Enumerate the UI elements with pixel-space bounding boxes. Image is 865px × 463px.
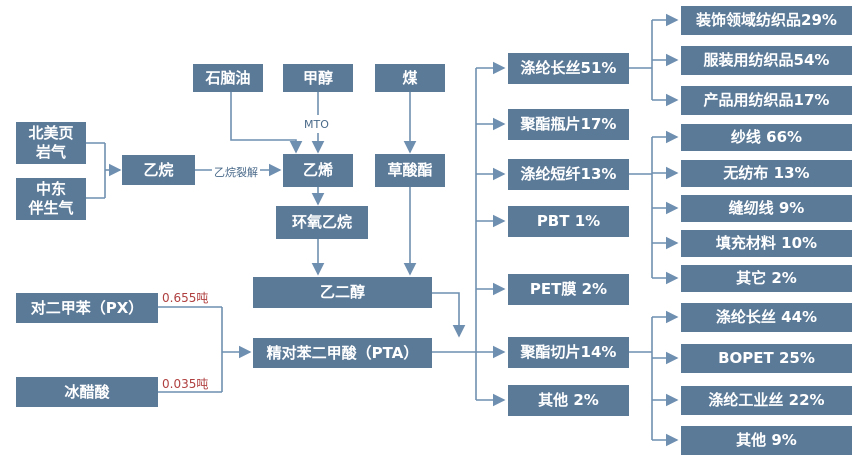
use-nonwoven: 无纺布 13% xyxy=(681,160,852,187)
node-pta: 精对苯二甲酸（PTA） xyxy=(253,338,432,368)
use-industrial-textile: 产品用纺织品17% xyxy=(681,86,852,115)
product-other: 其他 2% xyxy=(508,385,629,416)
product-pet-film: PET膜 2% xyxy=(508,274,629,305)
label-cracking: 乙烷裂解 xyxy=(212,164,260,180)
use-apparel-textile: 服装用纺织品54% xyxy=(681,46,852,75)
node-associated-gas: 中东 伴生气 xyxy=(16,178,86,220)
use-sewing-thread: 缝纫线 9% xyxy=(681,195,852,222)
use-decor-textile: 装饰领域纺织品29% xyxy=(681,6,852,35)
label-px-ratio: 0.655吨 xyxy=(162,291,209,305)
use-bopet: BOPET 25% xyxy=(681,344,852,373)
node-shale-gas: 北美页 岩气 xyxy=(16,122,86,164)
node-px: 对二甲苯（PX） xyxy=(16,293,158,323)
product-staple-fiber: 涤纶短纤13% xyxy=(508,159,629,190)
node-acetic-acid: 冰醋酸 xyxy=(16,377,158,407)
use-industrial-yarn: 涤纶工业丝 22% xyxy=(681,386,852,415)
use-filling: 填充材料 10% xyxy=(681,230,852,257)
use-staple-other: 其它 2% xyxy=(681,265,852,292)
use-chip-other: 其他 9% xyxy=(681,426,852,455)
product-polyester-filament: 涤纶长丝51% xyxy=(508,53,629,84)
label-acetic-ratio: 0.035吨 xyxy=(162,377,209,391)
label-mto: MTO xyxy=(304,118,329,131)
node-oxalate: 草酸酯 xyxy=(375,154,445,187)
product-polyester-chip: 聚酯切片14% xyxy=(508,337,629,368)
product-pbt: PBT 1% xyxy=(508,206,629,237)
node-ethane: 乙烷 xyxy=(122,155,195,185)
node-meg: 乙二醇 xyxy=(253,277,432,308)
node-ethylene: 乙烯 xyxy=(283,154,353,187)
use-chip-filament: 涤纶长丝 44% xyxy=(681,303,852,332)
node-naphtha: 石脑油 xyxy=(193,64,263,92)
node-coal: 煤 xyxy=(375,64,445,92)
product-bottle-chip: 聚酯瓶片17% xyxy=(508,109,629,140)
node-methanol: 甲醇 xyxy=(283,64,353,92)
node-ethylene-oxide: 环氧乙烷 xyxy=(276,206,368,239)
use-yarn: 纱线 66% xyxy=(681,124,852,151)
